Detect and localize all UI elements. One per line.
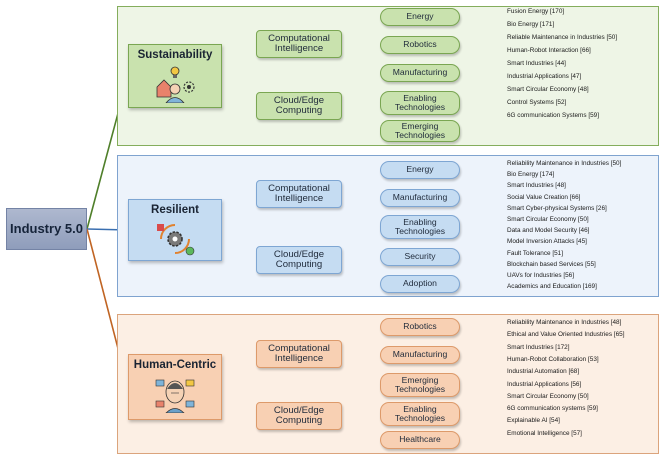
- leaf-label: Smart Circular Economy [48]: [507, 86, 589, 93]
- leaf-label: Bio Energy [171]: [507, 21, 555, 28]
- leaf-label: Fault Tolerance [51]: [507, 249, 564, 257]
- leaf-label: Human-Robot Collaboration [53]: [507, 355, 599, 363]
- sustainable-person-icon: [156, 66, 195, 104]
- domain-adoption: Adoption: [380, 275, 460, 293]
- approach-computational-intelligence: Computational Intelligence: [256, 180, 342, 208]
- leaf-label: UAVs for Industries [56]: [507, 272, 575, 279]
- approach-cloud-edge-computing: Cloud/Edge Computing: [256, 402, 342, 430]
- leaf-label: Data and Model Security [46]: [507, 227, 590, 235]
- approach-cloud-edge-computing: Cloud/Edge Computing: [256, 92, 342, 120]
- pillar-title: Resilient: [151, 204, 199, 216]
- domain-security: Security: [380, 248, 460, 266]
- human-ai-head-icon: [155, 379, 195, 414]
- domain-robotics: Robotics: [380, 318, 460, 336]
- leaf-label: Blockchain based Services [55]: [507, 260, 596, 268]
- domain-manufacturing: Manufacturing: [380, 189, 460, 207]
- leaf-label: Emotional Intelligence [57]: [507, 429, 582, 437]
- domain-manufacturing: Manufacturing: [380, 346, 460, 364]
- pillar-title: Human-Centric: [133, 359, 217, 371]
- pillar-title: Sustainability: [137, 49, 213, 61]
- leaf-label: Industrial Automation [68]: [507, 368, 580, 376]
- domain-healthcare: Healthcare: [380, 431, 460, 449]
- pillar-sustainability: Sustainability: [128, 44, 222, 108]
- domain-energy: Energy: [380, 161, 460, 179]
- domain-robotics: Robotics: [380, 36, 460, 54]
- leaf-label: Academics and Education [169]: [507, 283, 597, 291]
- leaf-label: Smart Circular Economy [50]: [507, 392, 589, 400]
- pillar-human-centric: Human-Centric: [128, 354, 222, 420]
- leaf-label: Model Inversion Attacks [45]: [507, 238, 587, 246]
- leaf-label: 6G communication systems [59]: [507, 405, 598, 413]
- leaf-label: Smart Industries [48]: [507, 182, 566, 190]
- approach-computational-intelligence: Computational Intelligence: [256, 30, 342, 58]
- approach-cloud-edge-computing: Cloud/Edge Computing: [256, 246, 342, 274]
- leaf-label: Reliable Maintenance in Industries [50]: [507, 34, 618, 41]
- domain-manufacturing: Manufacturing: [380, 64, 460, 82]
- leaf-label: Smart Circular Economy [50]: [507, 216, 589, 223]
- leaf-label: Explainable AI [54]: [507, 417, 560, 425]
- approach-computational-intelligence: Computational Intelligence: [256, 340, 342, 368]
- domain-emerging-technologies: Emerging Technologies: [380, 120, 460, 142]
- resilience-gear-icon: [157, 224, 195, 256]
- domain-enabling-technologies: Enabling Technologies: [380, 215, 460, 239]
- leaf-label: Smart Industries [44]: [507, 60, 566, 67]
- pillar-resilient: Resilient: [128, 199, 222, 261]
- domain-enabling-technologies: Enabling Technologies: [380, 402, 460, 426]
- leaf-label: Bio Energy [174]: [507, 171, 555, 179]
- domain-energy: Energy: [380, 8, 460, 26]
- leaf-label: Ethical and Value Oriented Industries [6…: [507, 331, 625, 339]
- leaf-label: 6G communication Systems [59]: [507, 112, 599, 119]
- leaf-label: Smart Cyber-physical Systems [26]: [507, 204, 607, 212]
- leaf-label: Reliability Maintenance in Industries [4…: [507, 319, 622, 326]
- leaf-label: Human-Robot Interaction [66]: [507, 47, 591, 54]
- leaf-label: Control Systems [52]: [507, 99, 567, 106]
- root-box: Industry 5.0: [6, 208, 87, 250]
- domain-emerging-technologies: Emerging Technologies: [380, 373, 460, 397]
- leaf-label: Fusion Energy [170]: [507, 8, 565, 15]
- root-label: Industry 5.0: [10, 221, 83, 237]
- leaf-label: Industrial Applications [47]: [507, 73, 582, 80]
- leaf-label: Smart Industries [172]: [507, 343, 570, 351]
- leaf-label: Industrial Applications [56]: [507, 380, 582, 388]
- leaf-label: Social Value Creation [66]: [507, 193, 581, 201]
- leaf-label: Reliability Maintenance in Industries [5…: [507, 160, 622, 167]
- domain-enabling-technologies: Enabling Technologies: [380, 91, 460, 115]
